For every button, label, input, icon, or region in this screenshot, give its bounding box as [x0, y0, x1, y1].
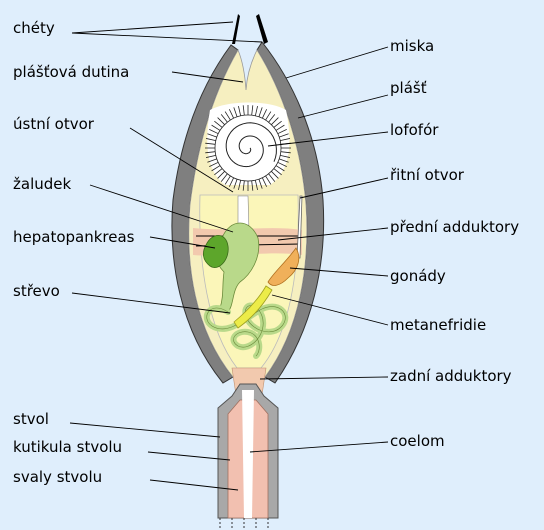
- label-ustni-otvor: ústní otvor: [13, 115, 95, 133]
- label-plast: plášť: [390, 79, 427, 97]
- lophophore-tentacle: [224, 111, 231, 121]
- lophophore-tentacle: [275, 124, 285, 131]
- lophophore-tentacle: [265, 175, 272, 185]
- lophophore-tentacle: [214, 120, 223, 128]
- label-zaludek: žaludek: [13, 175, 71, 193]
- label-kutikula-stvolu: kutikula stvolu: [13, 438, 122, 456]
- lophophore-tentacle: [277, 128, 287, 135]
- label-gonady: gonády: [390, 267, 446, 285]
- lophophore-tentacle: [233, 179, 238, 189]
- lophophore-tentacle: [254, 180, 258, 191]
- lophophore-spiral: [225, 122, 277, 168]
- lophophore-tentacle: [273, 168, 282, 176]
- lophophore-tentacle: [228, 177, 235, 187]
- lophophore: [205, 105, 291, 191]
- stalk-coelom: [242, 390, 254, 518]
- lophophore-tentacle: [280, 138, 291, 142]
- leader-lines: [69, 21, 389, 491]
- hepatopancreas: [202, 234, 229, 268]
- lophophore-tentacle: [211, 124, 221, 131]
- gonads: [267, 247, 300, 286]
- lophophore-tentacle: [265, 111, 272, 121]
- label-metanefridie: metanefridie: [390, 316, 486, 334]
- lophophore-tentacle: [205, 138, 216, 142]
- label-miska: miska: [390, 37, 434, 55]
- lophophore-tentacle: [251, 105, 254, 116]
- lophophore-tentacle: [233, 107, 238, 117]
- lophophore-tentacle: [242, 105, 245, 116]
- lophophore-tentacle: [214, 168, 223, 176]
- lophophore-tentacle: [279, 158, 289, 163]
- lophophore-tentacle: [242, 180, 245, 191]
- lophophore-tentacle: [277, 161, 287, 168]
- label-strevo: střevo: [13, 282, 60, 300]
- label-chety: chéty: [13, 19, 55, 37]
- metanephridia: [233, 285, 273, 329]
- lophophore-tentacle: [207, 133, 217, 138]
- lophophore-tentacle: [254, 105, 258, 116]
- lophophore-tentacle: [211, 165, 221, 172]
- lophophore-tentacle: [220, 114, 228, 123]
- lophophore-tentacle: [258, 107, 263, 117]
- label-ritni-otvor: řitní otvor: [390, 166, 465, 184]
- label-hepatopankreas: hepatopankreas: [13, 228, 135, 246]
- lophophore-tentacle: [217, 171, 225, 179]
- lophophore-ring: [214, 114, 282, 182]
- lophophore-tentacle: [280, 151, 291, 154]
- lophophore-tentacle: [268, 114, 276, 123]
- lophophore-tentacle: [205, 154, 216, 158]
- label-zadni-adduktory: zadní adduktory: [390, 367, 512, 385]
- label-predni-adduktory: přední adduktory: [390, 218, 519, 236]
- lophophore-tentacle: [271, 117, 279, 125]
- label-stvol: stvol: [13, 410, 49, 428]
- lophophore-tentacle: [261, 109, 268, 119]
- lophophore-tentacle: [207, 158, 217, 163]
- lophophore-tentacle: [273, 120, 282, 128]
- lophophore-tentacle: [261, 177, 268, 187]
- lophophore-tentacle: [224, 175, 231, 185]
- lophophore-tentacle: [205, 142, 216, 145]
- lophophore-tentacle: [238, 180, 242, 191]
- lophophore-tentacle: [209, 161, 219, 168]
- lophophore-tentacle: [251, 180, 254, 191]
- lophophore-tentacle: [268, 173, 276, 182]
- lophophore-tentacle: [217, 117, 225, 125]
- lophophore-tentacle: [271, 171, 279, 179]
- lophophore-tentacle: [228, 109, 235, 119]
- label-lofofor: lofofór: [390, 121, 439, 139]
- lophophore-tentacle: [220, 173, 228, 182]
- lophophore-tentacle: [258, 179, 263, 189]
- lophophore-tentacle: [238, 105, 242, 116]
- stalk-roots: [219, 518, 269, 530]
- label-svaly-stvolu: svaly stvolu: [13, 468, 102, 486]
- anus-tube: [296, 195, 303, 259]
- label-coelom: coelom: [390, 432, 445, 450]
- lophophore-tentacle: [209, 128, 219, 135]
- lophophore-tentacle: [279, 133, 289, 138]
- chaeta-right: [256, 14, 268, 44]
- lophophore-tentacle: [275, 165, 285, 172]
- lophophore-tentacle: [205, 151, 216, 154]
- chaeta-left: [232, 14, 240, 44]
- label-plastova-dutina: plášťová dutina: [13, 63, 129, 81]
- lophophore-tentacle: [280, 154, 291, 158]
